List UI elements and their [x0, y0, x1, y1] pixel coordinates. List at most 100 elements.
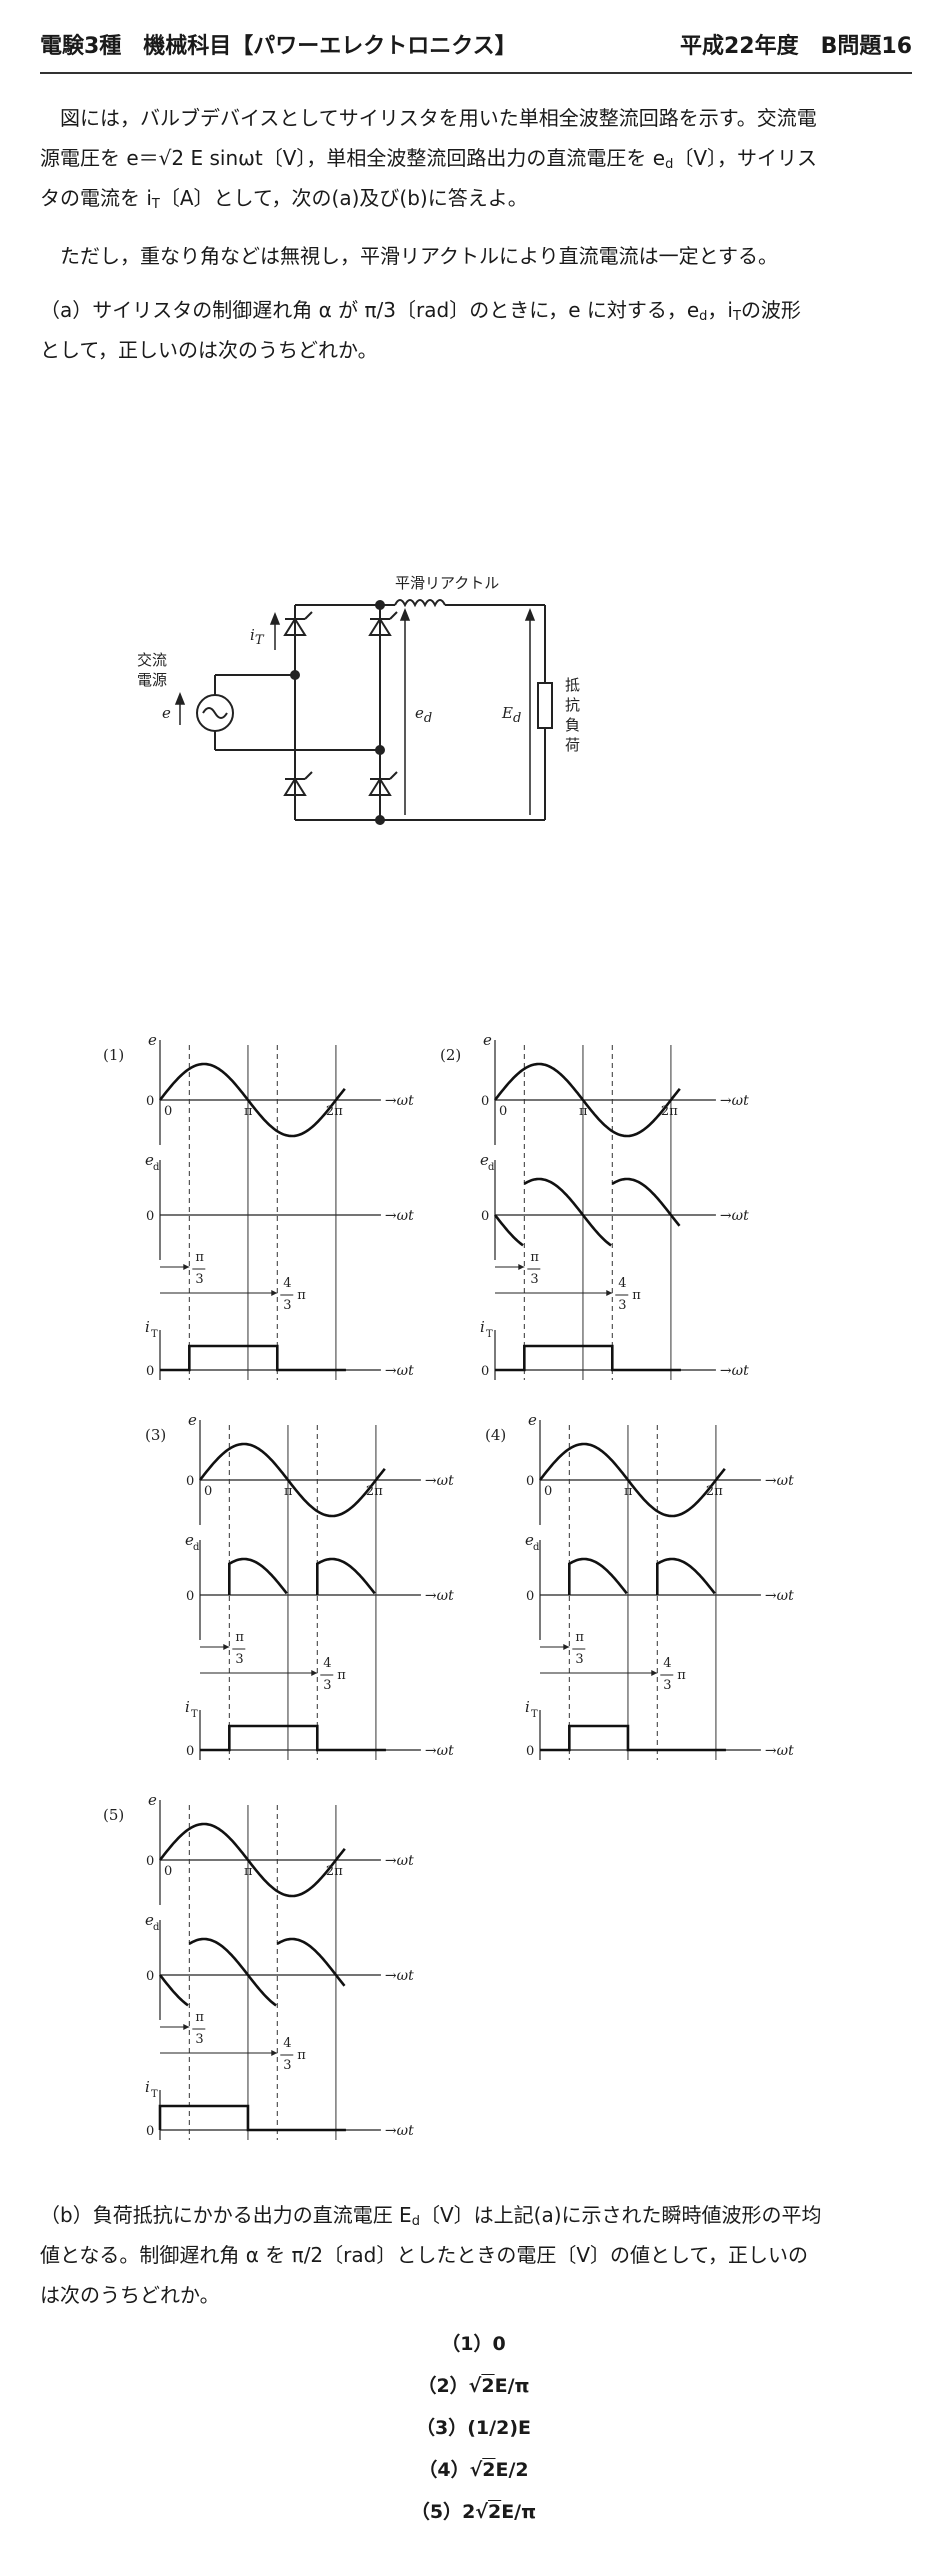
option-4-it-label: i	[525, 1698, 530, 1716]
question-line-3: タの電流を iT〔A〕として，次の(a)及び(b)に答えよ。	[40, 186, 528, 212]
option-3-pi3-num: π	[235, 1630, 244, 1645]
option-2-arrow-a-head	[518, 1264, 525, 1270]
option-4-43-num: 4	[663, 1656, 671, 1671]
option-1-43-den: 3	[283, 1298, 291, 1313]
option-4-it-sub: T	[531, 1709, 538, 1720]
option-5-ed-seg-0	[158, 1974, 189, 2007]
part-a-line-2: として，正しいのは次のうちどれか。	[40, 338, 378, 362]
option-5-e-zero: 0	[146, 1854, 154, 1869]
option-2-ed-label: e	[480, 1151, 489, 1169]
option-1-it-omega: →ωt	[385, 1363, 414, 1379]
option-5-43-pi: π	[297, 2048, 306, 2063]
option-2-ed-seg-0	[493, 1214, 524, 1247]
option-2-43-pi: π	[632, 1288, 641, 1303]
option-1-43-pi: π	[297, 1288, 306, 1303]
option-4-pi3-den: 3	[575, 1652, 583, 1667]
option-3-pi-tick: π	[284, 1484, 293, 1499]
option-2-pi-tick: π	[579, 1104, 588, 1119]
option-3-zero-tick: 0	[204, 1484, 212, 1499]
option-1-e-wave	[158, 1062, 346, 1138]
option-4-ed-sub: d	[533, 1542, 540, 1553]
question-line-2: 源電圧を e＝√2 E sinωt〔V〕，単相全波整流回路出力の直流電圧を ed…	[40, 146, 818, 172]
option-4-it-wave	[540, 1724, 726, 1752]
option-2-e-omega: →ωt	[720, 1093, 749, 1109]
option-3-e-label: e	[188, 1411, 197, 1429]
option-2-43-num: 4	[618, 1276, 626, 1291]
load-label-4: 荷	[565, 736, 580, 754]
option-5-e-wave	[158, 1822, 346, 1898]
option-4-ed-label: e	[525, 1531, 534, 1549]
answer-choice-4[interactable]: （4）√2E/2	[418, 2459, 529, 2481]
option-5-it-zero: 0	[146, 2124, 154, 2139]
option-3-43-num: 4	[323, 1656, 331, 1671]
option-1-43-num: 4	[283, 1276, 291, 1291]
load-label-2: 抗	[565, 696, 580, 714]
option-2-it-zero: 0	[481, 1364, 489, 1379]
option-2-arrow-b-head	[606, 1290, 613, 1296]
option-1-zero-tick: 0	[164, 1104, 172, 1119]
answer-choice-1[interactable]: （1）0	[441, 2333, 506, 2355]
answer-choice-3[interactable]: （3）(1/2)E	[416, 2417, 531, 2439]
option-1-ed-sub: d	[153, 1162, 160, 1173]
option-1-e-omega: →ωt	[385, 1093, 414, 1109]
option-4-2pi-tick: 2π	[706, 1484, 723, 1499]
option-5-ed-seg-2	[276, 1937, 346, 1987]
option-5-2pi-tick: 2π	[326, 1864, 343, 1879]
option-1-it-sub: T	[151, 1329, 158, 1340]
option-3-pi3-den: 3	[235, 1652, 243, 1667]
option-4-label: (4)	[485, 1426, 506, 1444]
load-label-3: 負	[565, 716, 580, 734]
option-5-ed-sub: d	[153, 1922, 160, 1933]
option-1-arrow-b-head	[271, 1290, 278, 1296]
option-2-e-wave	[493, 1062, 681, 1138]
option-3-it-label: i	[185, 1698, 190, 1716]
option-2-2pi-tick: 2π	[661, 1104, 678, 1119]
option-3-ed-zero: 0	[186, 1589, 194, 1604]
option-2-ed-zero: 0	[481, 1209, 489, 1224]
Ed-label: Ed	[501, 704, 521, 726]
option-4-e-zero: 0	[526, 1474, 534, 1489]
option-1-label: (1)	[103, 1046, 124, 1064]
option-1-it-label: i	[145, 1318, 150, 1336]
option-3-ed-seg-1	[316, 1557, 376, 1595]
option-3-ed-omega: →ωt	[425, 1588, 454, 1604]
option-5-ed-zero: 0	[146, 1969, 154, 1984]
option-3-arrow-b-head	[311, 1670, 318, 1676]
option-1-e-zero: 0	[146, 1094, 154, 1109]
option-4-43-pi: π	[677, 1668, 686, 1683]
option-5-it-label: i	[145, 2078, 150, 2096]
part-b-line-3: は次のうちどれか。	[40, 2283, 220, 2307]
option-3-label: (3)	[145, 1426, 166, 1444]
ed-label: ed	[415, 704, 432, 726]
option-3-ed-sub: d	[193, 1542, 200, 1553]
option-1-pi3-den: 3	[195, 1272, 203, 1287]
question-note: ただし，重なり角などは無視し，平滑リアクトルにより直流電流は一定とする。	[40, 244, 778, 268]
option-4-zero-tick: 0	[544, 1484, 552, 1499]
e-label: e	[162, 704, 171, 722]
option-1-ed-label: e	[145, 1151, 154, 1169]
option-5-it-sub: T	[151, 2089, 158, 2100]
answer-choice-2[interactable]: （2）√2E/π	[417, 2375, 530, 2397]
option-2-ed-sub: d	[488, 1162, 495, 1173]
option-2-label: (2)	[440, 1046, 461, 1064]
option-2-it-omega: →ωt	[720, 1363, 749, 1379]
option-5-pi3-den: 3	[195, 2032, 203, 2047]
answer-choice-5[interactable]: （5）2√2E/π	[410, 2501, 537, 2523]
option-1-it-wave	[160, 1344, 346, 1372]
option-1-it-zero: 0	[146, 1364, 154, 1379]
option-3-e-wave	[198, 1442, 386, 1518]
option-4-it-omega: →ωt	[765, 1743, 794, 1759]
load-label-1: 抵	[565, 676, 580, 694]
option-1-arrow-a-head	[183, 1264, 190, 1270]
option-4-e-omega: →ωt	[765, 1473, 794, 1489]
option-2-it-label: i	[480, 1318, 485, 1336]
option-3-43-den: 3	[323, 1678, 331, 1693]
option-3-it-sub: T	[191, 1709, 198, 1720]
answer-choices: （1）0 （2）√2E/π （3）(1/2)E （4）√2E/2 （5）2√2E…	[0, 2323, 947, 2533]
part-b-line-1: （b）負荷抵抗にかかる出力の直流電圧 Ed〔V〕は上記(a)に示された瞬時値波形…	[40, 2203, 822, 2229]
option-3-arrow-a-head	[223, 1644, 230, 1650]
source-label-1: 交流	[137, 651, 167, 669]
option-1-pi3-num: π	[195, 1250, 204, 1265]
